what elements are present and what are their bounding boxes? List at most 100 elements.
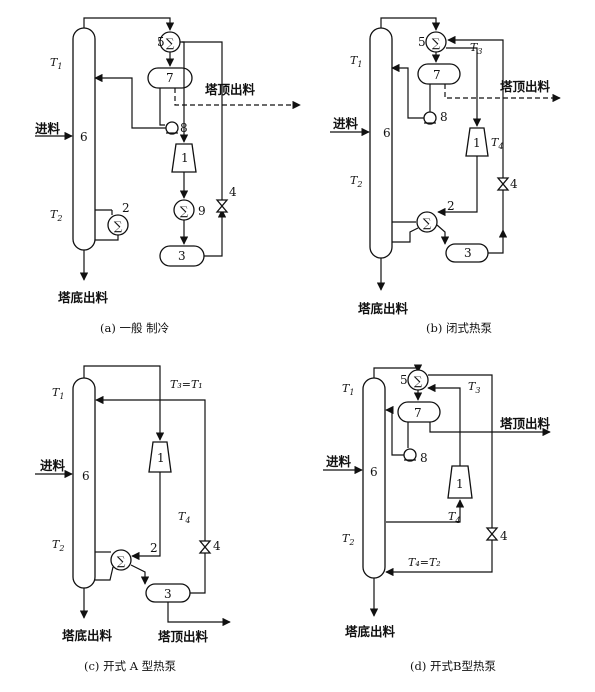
valve-4-d [485, 527, 499, 541]
label-7: 7 [166, 71, 174, 85]
line-2-3-c [130, 564, 150, 585]
top-product-line-d [429, 422, 551, 437]
bottom-product-label: 塔底出料 [58, 290, 109, 305]
relation-T3-T1: T₃=T₁ [170, 378, 203, 391]
compressor-1-a [171, 143, 197, 173]
drum-7-a [147, 67, 193, 89]
label-4: 4 [500, 529, 508, 543]
compressor-1-b [465, 127, 489, 157]
label-1: 1 [181, 151, 189, 165]
top-product-label: 塔顶出料 [500, 79, 551, 94]
label-T3: T3 [468, 380, 480, 395]
exchanger-symbol: ∑ [432, 36, 441, 50]
reflux-line-a [94, 73, 166, 129]
label-7: 7 [414, 406, 422, 420]
label-1: 1 [157, 451, 165, 465]
caption-d: (d) 开式B型热泵 [410, 659, 496, 673]
line-4-col-d [385, 540, 493, 577]
feed-label: 进料 [40, 458, 66, 473]
caption-b: (b) 闭式热泵 [426, 321, 492, 335]
exchanger-symbol: ∑ [180, 204, 189, 218]
vapor-line-a [83, 17, 175, 31]
exchanger-symbol: ∑ [423, 216, 432, 230]
label-5: 5 [400, 373, 408, 387]
label-6: 6 [82, 469, 90, 483]
line-1-2-c [131, 472, 161, 561]
line-3-out-b [488, 250, 504, 254]
label-T4: T4 [178, 510, 190, 525]
reflux-line-c [95, 395, 206, 541]
caption-a: (a) 一般 制冷 [100, 321, 169, 335]
bottom-product-label: 塔底出料 [358, 301, 409, 316]
vapor-line-b [380, 17, 441, 31]
compressor-1-d [447, 465, 473, 499]
line-col-1-d [386, 499, 465, 523]
valve-4-c [198, 540, 212, 554]
label-3: 3 [164, 587, 172, 601]
reflux-line-d [385, 405, 404, 456]
label-8: 8 [180, 121, 188, 135]
line-5-1-b [446, 47, 482, 127]
label-T1: T1 [50, 56, 62, 71]
label-T1: T1 [52, 386, 64, 401]
label-2: 2 [150, 541, 158, 555]
valve-4-b [496, 177, 510, 191]
label-T2: T2 [52, 538, 64, 553]
label-8: 8 [440, 110, 448, 124]
panel-d: ∑ 进料 塔顶出料 塔底出料 6 5 7 8 1 4 T1 T2 T3 T4 T… [323, 364, 551, 673]
line-7-8-a [159, 88, 165, 126]
line-2-col-a [95, 235, 119, 241]
label-T4: T4 [491, 136, 503, 151]
label-4: 4 [510, 177, 518, 191]
label-6: 6 [370, 465, 378, 479]
label-8: 8 [420, 451, 428, 465]
exchanger-symbol: ∑ [114, 219, 123, 233]
vapor-line-c [83, 365, 165, 441]
valve-4-a [215, 199, 229, 213]
label-T2: T2 [350, 174, 362, 189]
label-T1: T1 [342, 382, 354, 397]
caption-c: (c) 开式 A 型热泵 [84, 659, 177, 673]
line-2-col-c [95, 566, 114, 581]
label-7: 7 [433, 68, 441, 82]
reboiler-2-c [110, 549, 132, 571]
label-1: 1 [456, 477, 464, 491]
label-4: 4 [213, 539, 221, 553]
line-2-3-b [436, 224, 450, 245]
label-T4: T4 [448, 510, 460, 525]
feed-label: 进料 [35, 121, 61, 136]
label-3: 3 [464, 246, 472, 260]
label-1: 1 [473, 136, 481, 150]
panel-a: ∑ ∑ ∑ [35, 17, 301, 335]
line-5-4-d [428, 374, 493, 528]
line-1-5-d [427, 383, 461, 466]
reflux-line-b [391, 63, 424, 119]
exchanger-symbol: ∑ [166, 36, 175, 50]
top-product-line-b [444, 84, 561, 103]
panel-c: ∑ 进料 塔顶出料 塔底出料 6 1 2 3 4 T1 T2 T4 T₃=T₁ … [35, 365, 231, 673]
label-2: 2 [447, 199, 455, 213]
top-product-line-c [167, 602, 231, 627]
line-3-4-a [204, 228, 223, 257]
relation-T4-T2: T₄=T₂ [408, 556, 441, 569]
label-T3: T3 [470, 41, 482, 56]
top-product-label: 塔顶出料 [205, 82, 256, 97]
label-T2: T2 [50, 208, 62, 223]
panel-b: ∑ ∑ 进料 塔顶出料 塔底出料 6 5 7 8 1 4 2 [330, 17, 561, 335]
line-2-col-b [392, 227, 419, 243]
feed-label: 进料 [326, 454, 352, 469]
label-T2: T2 [342, 532, 354, 547]
bottom-product-label: 塔底出料 [345, 624, 396, 639]
label-2: 2 [122, 201, 130, 215]
column-b [369, 27, 393, 259]
feed-label: 进料 [333, 116, 359, 131]
exchanger-symbol: ∑ [414, 374, 423, 388]
pump-8-b [423, 111, 437, 125]
reboiler-2-b [416, 211, 438, 233]
top-product-line-a [174, 88, 301, 110]
pump-8-a [165, 121, 179, 135]
drum-7-b [417, 63, 461, 85]
label-6: 6 [80, 130, 88, 144]
